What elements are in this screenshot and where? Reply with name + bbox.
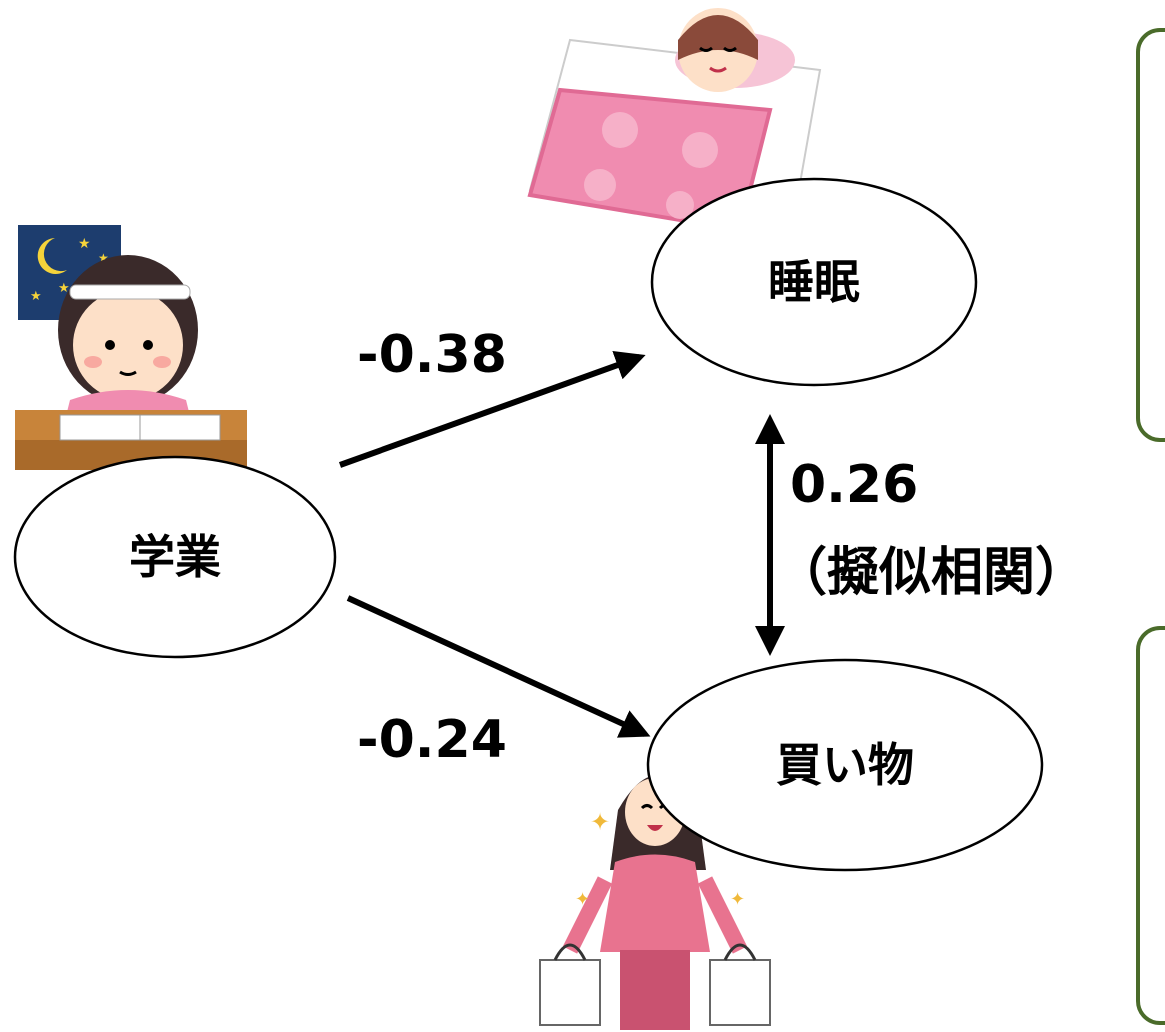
svg-text:✦: ✦ <box>575 889 590 910</box>
edge-study-to-shopping <box>346 595 651 738</box>
side-panel-bottom <box>1136 626 1165 1025</box>
node-shopping: 買い物 <box>646 658 1044 872</box>
edge-study-to-sleep <box>338 351 646 468</box>
node-study-label: 学業 <box>129 530 221 584</box>
coef-sleep-shopping: 0.26 <box>790 455 918 515</box>
node-sleep: 睡眠 <box>650 177 978 387</box>
node-study: 学業 <box>13 455 337 659</box>
studying-student-icon: ★ ★ ★ ★ <box>15 225 247 470</box>
svg-text:★: ★ <box>98 251 109 265</box>
coef-study-shopping: -0.24 <box>357 710 507 770</box>
svg-text:✦: ✦ <box>730 889 745 910</box>
side-panel-top <box>1136 28 1165 442</box>
svg-text:✦: ✦ <box>590 808 610 836</box>
spurious-correlation-note: （擬似相関） <box>775 543 1087 603</box>
coef-study-sleep: -0.38 <box>357 325 507 385</box>
node-shopping-label: 買い物 <box>776 738 914 792</box>
node-sleep-label: 睡眠 <box>768 255 860 309</box>
svg-text:★: ★ <box>78 236 91 252</box>
svg-text:★: ★ <box>58 281 70 296</box>
svg-text:★: ★ <box>30 289 42 304</box>
shopping-woman-icon: ✦ ✦ ✦ ✦ <box>539 775 771 1030</box>
